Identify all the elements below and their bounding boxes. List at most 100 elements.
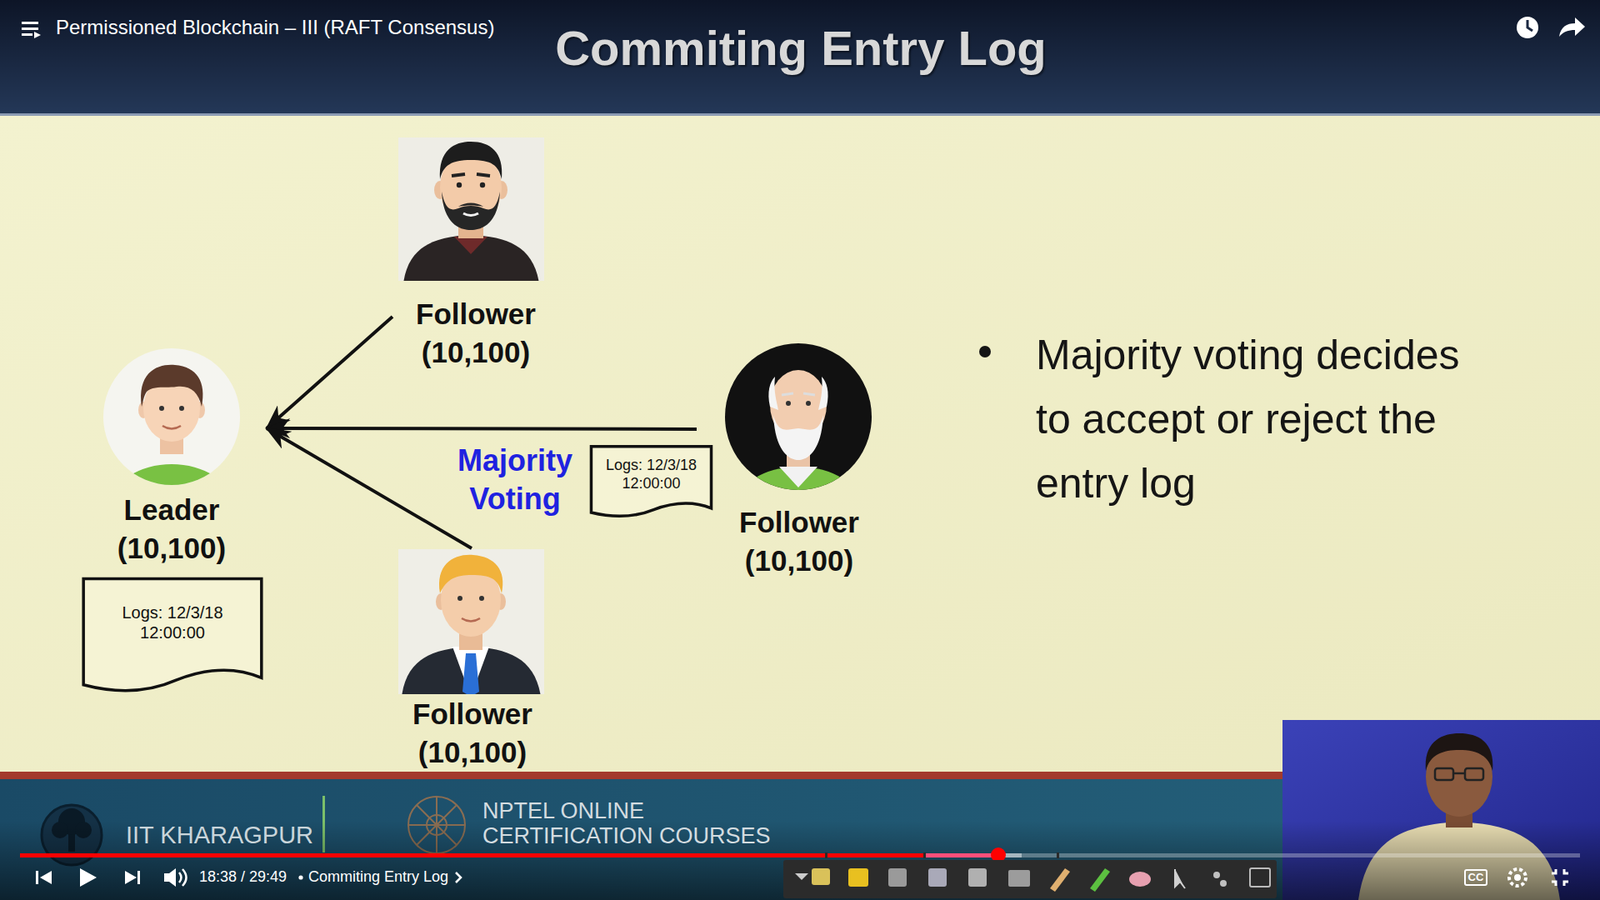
player-controls [298,875,303,880]
annotation-toolbar [1129,871,1151,887]
follower-portrait [818,376,829,410]
arrow-connector [266,428,472,549]
playlist-icon [21,21,41,39]
log-document: Logs: 12/3/18 12:00:00 [81,577,264,695]
leader-portrait [162,425,181,430]
node-label: Follower (10,100) [392,295,560,372]
cc-icon: CC [1464,869,1489,886]
controls-shade [0,820,1600,900]
annotation-label: Majority Voting [444,441,586,519]
player-controls [1551,869,1569,886]
webcam-inset [1453,772,1465,775]
player-controls [164,868,176,887]
node-label: Leader (10,100) [76,490,267,568]
playlist-icon [21,21,39,25]
document-outline [590,446,711,516]
chapter-chevron [453,870,464,885]
progress-bar [20,853,1022,858]
share-icon [1559,17,1585,37]
annotation-toolbar [848,868,869,887]
annotation-toolbar [968,868,987,887]
participant-node: Leader (10,100) [76,343,267,573]
follower-portrait [479,595,485,601]
institute-name: IIT KHARAGPUR [125,821,314,850]
playlist-icon [21,27,39,30]
progress-bar [1056,852,1060,859]
log-text: Logs: 12/3/18 12:00:00 [599,455,704,493]
follower-portrait [458,203,484,208]
annotation-toolbar [1050,868,1070,892]
bullet-text: Majority voting decides to accept or rej… [1035,323,1486,516]
player-controls [125,870,137,885]
follower-portrait [462,653,480,695]
participant-node: Follower (10,100) [389,548,556,777]
arrow-connector [266,428,697,430]
player-controls [40,870,52,885]
follower-portrait [441,191,500,230]
follower-portrait [773,415,824,460]
follower-portrait [768,376,779,410]
follower-portrait [451,174,490,176]
follower-portrait [439,555,503,594]
annotation-toolbar [795,873,809,880]
chapter-title: Commiting Entry Log [308,868,449,886]
annotation-toolbar [1250,868,1270,887]
participant-node: Follower (10,100) [392,137,560,377]
leader-portrait [140,365,203,407]
slide-ground [0,115,1600,772]
log-document: Logs: 12/3/18 12:00:00 [590,445,713,519]
player-controls [35,870,39,885]
follower-portrait [401,646,541,695]
playlist-icon [21,33,33,36]
follower-portrait [805,400,811,406]
course-banner: NPTEL ONLINE CERTIFICATION COURSES [482,798,816,849]
webcam-inset [1425,733,1494,771]
follower-portrait [454,236,488,255]
annotation-toolbar [811,868,830,885]
annotation-toolbar [928,868,947,887]
leader-portrait [159,405,165,411]
chapter-chevron [455,872,461,883]
progress-bar [925,853,999,858]
time-display: 18:38 / 29:49 [199,868,287,886]
annotation-toolbar [1220,880,1227,887]
annotation-toolbar [1213,871,1220,879]
player-controls [137,870,140,885]
participant-node: Follower (10,100) [696,343,902,585]
log-text: Logs: 12/3/18 12:00:00 [114,602,231,643]
clock-icon [1516,16,1539,39]
annotation-toolbar [783,860,1277,899]
follower-portrait [398,137,545,281]
player-controls [179,872,182,883]
follower-portrait [398,549,545,695]
node-label: Follower (10,100) [389,695,556,772]
webcam-inset [1435,768,1484,780]
annotation-toolbar [1175,869,1185,889]
progress-bar [923,852,926,859]
annotation-toolbar [1090,868,1110,892]
follower-portrait [725,343,872,490]
progress-bar [20,853,999,858]
arrow-connector [266,316,393,429]
follower-portrait [457,595,463,601]
follower-portrait [785,400,791,406]
player-controls [1509,869,1526,886]
title-rule [0,113,1600,116]
progress-bar [825,852,828,859]
webcam-inset [1465,768,1484,780]
document-outline [83,578,262,690]
player-controls [1514,874,1521,881]
progress-bar [20,853,1580,858]
follower-portrait [461,618,480,622]
clock-icon [1516,16,1539,39]
follower-portrait [781,393,815,395]
playlist-icon [34,31,41,39]
annotation-toolbar [783,860,1277,899]
player-controls [182,869,187,886]
follower-portrait [456,182,462,188]
webcam-inset [1435,768,1454,780]
